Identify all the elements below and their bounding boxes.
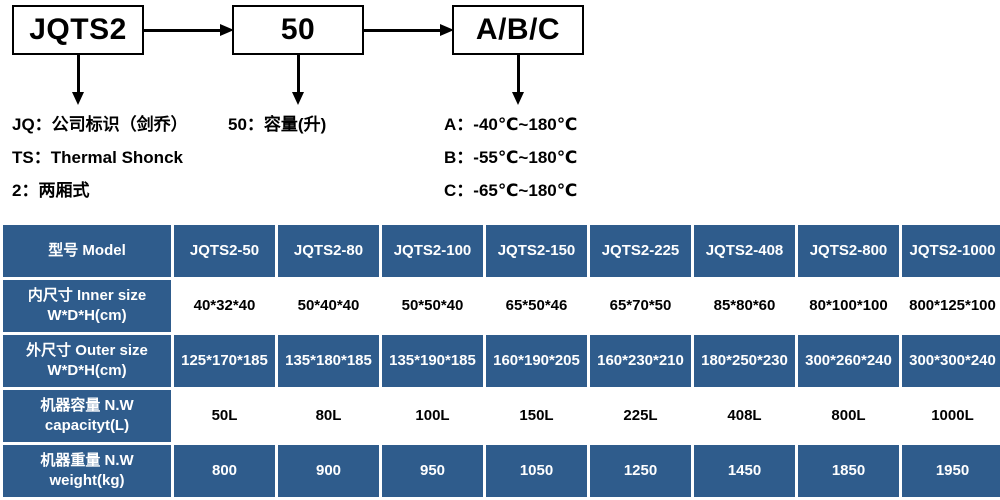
cell-outer-size-5: 180*250*230 (694, 335, 795, 387)
cell-inner-size-2: 50*50*40 (382, 280, 483, 332)
cell-capacity-0: 50L (174, 390, 275, 442)
arrow-head (71, 92, 84, 105)
cell-outer-size-1: 135*180*185 (278, 335, 379, 387)
arrow-head (220, 23, 234, 36)
row-label-inner-size: 内尺寸 Inner size W*D*H(cm) (3, 280, 171, 332)
header-model-5: JQTS2-408 (694, 225, 795, 277)
cell-inner-size-3: 65*50*46 (486, 280, 587, 332)
diagram-box-prefix: JQTS2 (12, 5, 144, 55)
arrow-shaft (77, 55, 80, 93)
arrow-head (511, 92, 524, 105)
diagram-box-prefix-text: JQTS2 (29, 13, 127, 46)
header-model-4: JQTS2-225 (590, 225, 691, 277)
arrow-right-icon (144, 21, 234, 39)
row-label-line1: 机器重量 N.W (40, 451, 134, 469)
header-model-7: JQTS2-1000 (902, 225, 1000, 277)
diagram-box-temp-grade-text: A/B/C (475, 13, 561, 46)
cell-outer-size-7: 300*300*240 (902, 335, 1000, 387)
header-model-1: JQTS2-80 (278, 225, 379, 277)
row-label-line1: 内尺寸 Inner size (27, 286, 147, 304)
legend-line: B：-55℃~180℃ (444, 148, 578, 167)
row-label-line2: W*D*H(cm) (47, 362, 127, 379)
cell-inner-size-4: 65*70*50 (590, 280, 691, 332)
row-label-line2: W*D*H(cm) (47, 307, 127, 324)
arrow-head (291, 92, 304, 105)
legend-prefix-meaning: JQ：公司标识（剑乔） TS：Thermal Shonck 2：两厢式 (12, 108, 188, 207)
cell-outer-size-0: 125*170*185 (174, 335, 275, 387)
arrow-shaft (297, 55, 300, 93)
arrow-down-icon (510, 55, 526, 105)
diagram-box-capacity: 50 (232, 5, 364, 55)
row-label-line1: 机器容量 N.W (40, 396, 134, 414)
cell-inner-size-0: 40*32*40 (174, 280, 275, 332)
cell-inner-size-1: 50*40*40 (278, 280, 379, 332)
header-model-2: JQTS2-100 (382, 225, 483, 277)
row-label-weight: 机器重量 N.W weight(kg) (3, 445, 171, 497)
cell-weight-1: 900 (278, 445, 379, 497)
cell-capacity-2: 100L (382, 390, 483, 442)
legend-line: 50：容量(升) (228, 115, 327, 134)
row-label-line2: weight(kg) (49, 472, 125, 489)
header-model-6: JQTS2-800 (798, 225, 899, 277)
header-label-model: 型号 Model (3, 225, 171, 277)
diagram-box-temp-grade: A/B/C (452, 5, 584, 55)
cell-outer-size-4: 160*230*210 (590, 335, 691, 387)
legend-line: 2：两厢式 (12, 181, 90, 200)
arrow-right-icon (364, 21, 454, 39)
model-code-diagram: JQTS2 50 A/B/C JQ：公司标识（剑乔） TS：Thermal Sh… (0, 0, 1000, 218)
arrow-shaft (517, 55, 520, 93)
table-row-outer-size: 外尺寸 Outer size W*D*H(cm) 125*170*185 135… (3, 335, 1000, 387)
cell-weight-6: 1850 (798, 445, 899, 497)
cell-capacity-5: 408L (694, 390, 795, 442)
cell-inner-size-5: 85*80*60 (694, 280, 795, 332)
cell-capacity-6: 800L (798, 390, 899, 442)
cell-weight-2: 950 (382, 445, 483, 497)
cell-capacity-4: 225L (590, 390, 691, 442)
cell-capacity-3: 150L (486, 390, 587, 442)
arrow-down-icon (290, 55, 306, 105)
row-label-outer-size: 外尺寸 Outer size W*D*H(cm) (3, 335, 171, 387)
cell-weight-4: 1250 (590, 445, 691, 497)
header-model-0: JQTS2-50 (174, 225, 275, 277)
row-label-capacity: 机器容量 N.W capacityt(L) (3, 390, 171, 442)
legend-line: TS：Thermal Shonck (12, 148, 183, 167)
specifications-table: 型号 Model JQTS2-50 JQTS2-80 JQTS2-100 JQT… (0, 222, 1000, 500)
arrow-down-icon (70, 55, 86, 105)
cell-inner-size-6: 80*100*100 (798, 280, 899, 332)
cell-weight-0: 800 (174, 445, 275, 497)
row-label-line2: capacityt(L) (44, 417, 130, 434)
cell-capacity-7: 1000L (902, 390, 1000, 442)
arrow-shaft (144, 29, 222, 32)
table-row-capacity: 机器容量 N.W capacityt(L) 50L 80L 100L 150L … (3, 390, 1000, 442)
legend-line: A：-40℃~180℃ (444, 115, 578, 134)
cell-weight-3: 1050 (486, 445, 587, 497)
arrow-shaft (364, 29, 442, 32)
row-label-line1: 外尺寸 Outer size (26, 341, 148, 359)
diagram-box-capacity-text: 50 (280, 13, 316, 46)
cell-outer-size-3: 160*190*205 (486, 335, 587, 387)
cell-weight-5: 1450 (694, 445, 795, 497)
cell-weight-7: 1950 (902, 445, 1000, 497)
cell-outer-size-2: 135*190*185 (382, 335, 483, 387)
legend-temperature-range: A：-40℃~180℃ B：-55℃~180℃ C：-65℃~180℃ (444, 108, 577, 207)
legend-capacity-meaning: 50：容量(升) (228, 108, 326, 141)
table-header-row: 型号 Model JQTS2-50 JQTS2-80 JQTS2-100 JQT… (3, 225, 1000, 277)
header-model-3: JQTS2-150 (486, 225, 587, 277)
legend-line: JQ：公司标识（剑乔） (12, 115, 188, 134)
table-row-weight: 机器重量 N.W weight(kg) 800 900 950 1050 125… (3, 445, 1000, 497)
cell-inner-size-7: 800*125*100 (902, 280, 1000, 332)
cell-outer-size-6: 300*260*240 (798, 335, 899, 387)
cell-capacity-1: 80L (278, 390, 379, 442)
table-row-inner-size: 内尺寸 Inner size W*D*H(cm) 40*32*40 50*40*… (3, 280, 1000, 332)
legend-line: C：-65℃~180℃ (444, 181, 578, 200)
arrow-head (440, 23, 454, 36)
